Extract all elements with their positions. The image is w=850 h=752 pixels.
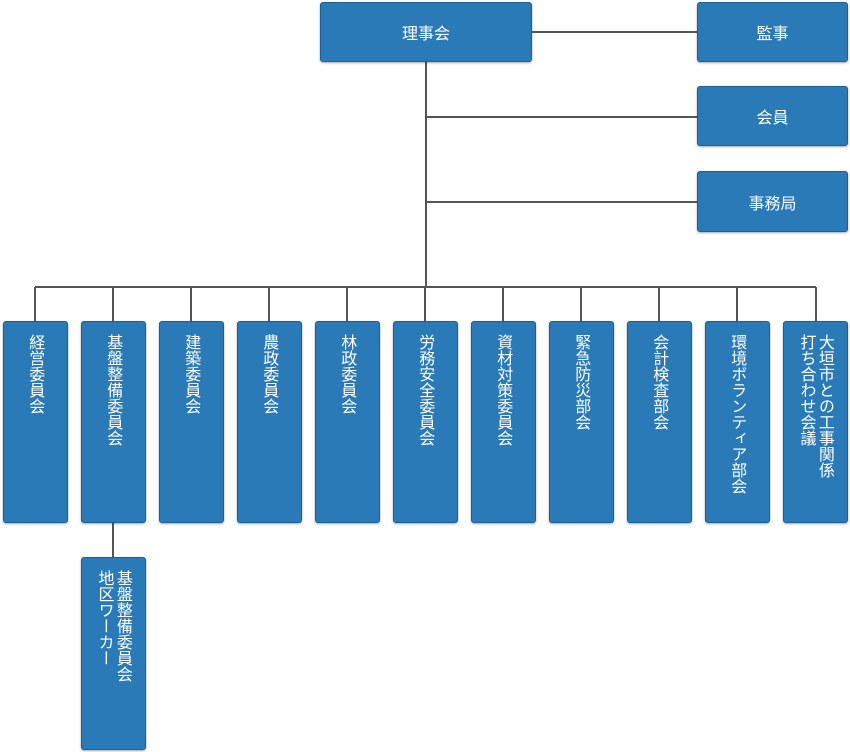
secretariat-label: 事務局	[748, 193, 797, 213]
committee-label-6: 労務安全委員会	[416, 334, 436, 446]
auditor-label: 監事	[756, 24, 789, 43]
committee-label-2: 基盤整備委員会	[104, 334, 124, 446]
committee-box-3: 建築委員会	[159, 321, 224, 523]
committee-box-11: 大垣市との工事関係 打ち合わせ会議	[783, 321, 848, 523]
committee-label-11: 大垣市との工事関係 打ち合わせ会議	[797, 334, 835, 478]
sub-unit-box: 基盤整備委員会 地区ワーカー	[81, 557, 146, 750]
committee-label-8: 緊急防災部会	[572, 334, 592, 430]
committee-box-8: 緊急防災部会	[549, 321, 614, 523]
secretariat-box: 事務局	[697, 171, 848, 232]
committee-box-4: 農政委員会	[237, 321, 302, 523]
committee-label-9: 会計検査部会	[650, 334, 670, 430]
board-label: 理事会	[401, 24, 450, 43]
committee-label-4: 農政委員会	[260, 334, 280, 414]
committee-box-5: 林政委員会	[315, 321, 380, 523]
committee-box-7: 資材対策委員会	[471, 321, 536, 523]
committee-box-6: 労務安全委員会	[393, 321, 458, 523]
committee-box-2: 基盤整備委員会	[81, 321, 146, 523]
board-box: 理事会	[320, 2, 532, 62]
sub-unit-label: 基盤整備委員会 地区ワーカー	[95, 570, 133, 682]
committee-label-10: 環境ボランティア部会	[728, 334, 748, 494]
committee-label-3: 建築委員会	[182, 334, 202, 414]
committee-box-1: 経営委員会	[3, 321, 68, 523]
members-box: 会員	[697, 86, 848, 146]
auditor-box: 監事	[697, 2, 848, 62]
committee-label-5: 林政委員会	[338, 334, 358, 414]
committee-box-9: 会計検査部会	[627, 321, 692, 523]
committee-label-1: 経営委員会	[26, 334, 46, 414]
committee-label-7: 資材対策委員会	[494, 334, 514, 446]
committee-box-10: 環境ボランティア部会	[705, 321, 770, 523]
members-label: 会員	[756, 108, 789, 127]
